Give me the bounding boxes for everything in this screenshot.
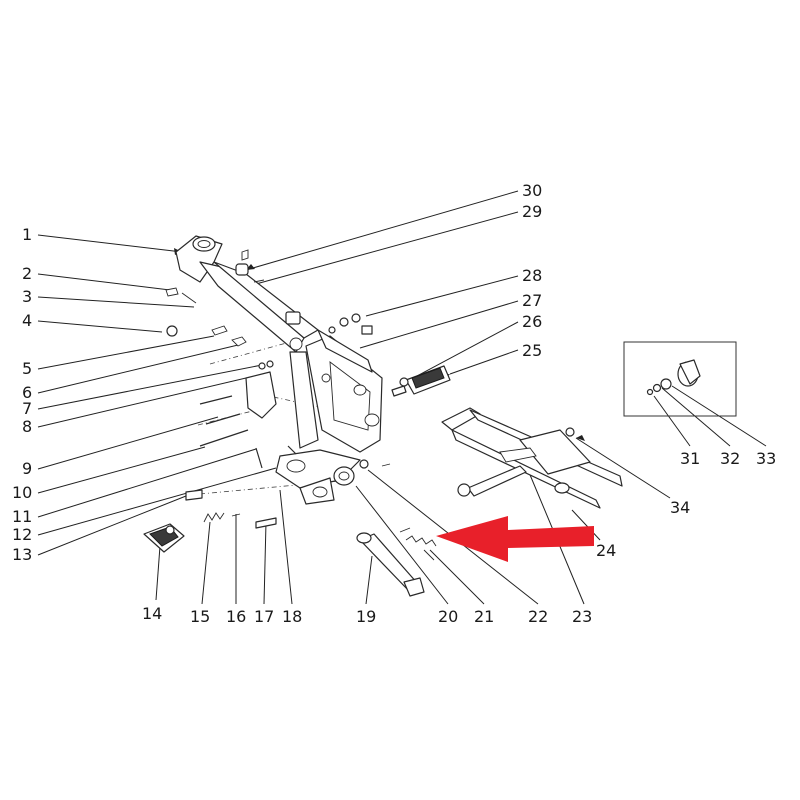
callout-label-32: 32 [720, 449, 740, 468]
leader-4 [37, 320, 163, 333]
footpeg-left [143, 523, 185, 553]
leader-34 [575, 437, 671, 499]
callout-label-12: 12 [12, 525, 32, 544]
callout-label-30: 30 [522, 181, 542, 200]
leader-1 [37, 234, 183, 253]
callout-label-31: 31 [680, 449, 700, 468]
callout-label-13: 13 [12, 545, 32, 564]
callout-label-19: 19 [356, 607, 376, 626]
leader-28 [365, 275, 519, 317]
callout-label-14: 14 [142, 604, 162, 623]
callout-label-26: 26 [522, 312, 542, 331]
leader-27 [359, 300, 519, 349]
leader-14 [155, 545, 161, 601]
leader-19 [365, 555, 373, 605]
callout-label-9: 9 [22, 459, 32, 478]
callout-label-28: 28 [522, 266, 542, 285]
callout-label-25: 25 [522, 341, 542, 360]
leader-11 [37, 448, 257, 518]
callout-label-8: 8 [22, 417, 32, 436]
leader-17 [263, 521, 267, 605]
stand-spring [399, 527, 437, 561]
callout-label-20: 20 [438, 607, 458, 626]
callout-label-27: 27 [522, 291, 542, 310]
leader-6 [37, 344, 239, 394]
leader-20 [355, 485, 449, 605]
leader-7 [37, 364, 263, 410]
callout-label-1: 1 [22, 225, 32, 244]
callout-label-18: 18 [282, 607, 302, 626]
leader-9 [37, 416, 219, 470]
leader-2 [37, 273, 171, 291]
leader-31 [653, 395, 691, 447]
callout-label-10: 10 [12, 483, 32, 502]
leader-29 [255, 211, 519, 285]
callout-label-15: 15 [190, 607, 210, 626]
callout-label-11: 11 [12, 507, 32, 526]
leader-30 [245, 190, 519, 271]
callout-label-34: 34 [670, 498, 690, 517]
callout-label-24: 24 [596, 541, 616, 560]
callout-label-3: 3 [22, 287, 32, 306]
leader-26 [401, 321, 519, 385]
hardware-parts [165, 249, 451, 529]
red-arrow-icon [436, 516, 594, 562]
callout-label-22: 22 [528, 607, 548, 626]
callout-label-17: 17 [254, 607, 274, 626]
leader-arrowhead [576, 435, 585, 441]
leader-18 [279, 489, 293, 605]
leader-12 [37, 467, 277, 536]
leader-lines [37, 190, 767, 605]
leader-15 [201, 521, 211, 605]
leader-10 [37, 446, 206, 494]
highlight-arrow [436, 516, 594, 562]
callout-label-4: 4 [22, 311, 32, 330]
inset-detail [623, 341, 737, 417]
callout-label-2: 2 [22, 264, 32, 283]
leader-24 [571, 509, 601, 541]
callout-label-16: 16 [226, 607, 246, 626]
inset-frame [623, 341, 737, 417]
swingarm [441, 407, 623, 509]
callout-labels: 1 2 3 4 5 6 7 8 9 10 11 12 13 14 15 16 1… [12, 181, 776, 626]
callout-label-23: 23 [572, 607, 592, 626]
leader-13 [37, 495, 187, 556]
leader-21 [429, 549, 485, 605]
side-stand [356, 532, 425, 597]
callout-label-33: 33 [756, 449, 776, 468]
callout-label-7: 7 [22, 399, 32, 418]
leader-8 [37, 377, 247, 428]
callout-label-6: 6 [22, 383, 32, 402]
callout-label-29: 29 [522, 202, 542, 221]
leader-3 [37, 296, 195, 308]
leader-5 [37, 335, 215, 370]
callout-label-5: 5 [22, 359, 32, 378]
leader-25 [449, 349, 519, 375]
callout-label-21: 21 [474, 607, 494, 626]
leader-32 [661, 387, 731, 447]
